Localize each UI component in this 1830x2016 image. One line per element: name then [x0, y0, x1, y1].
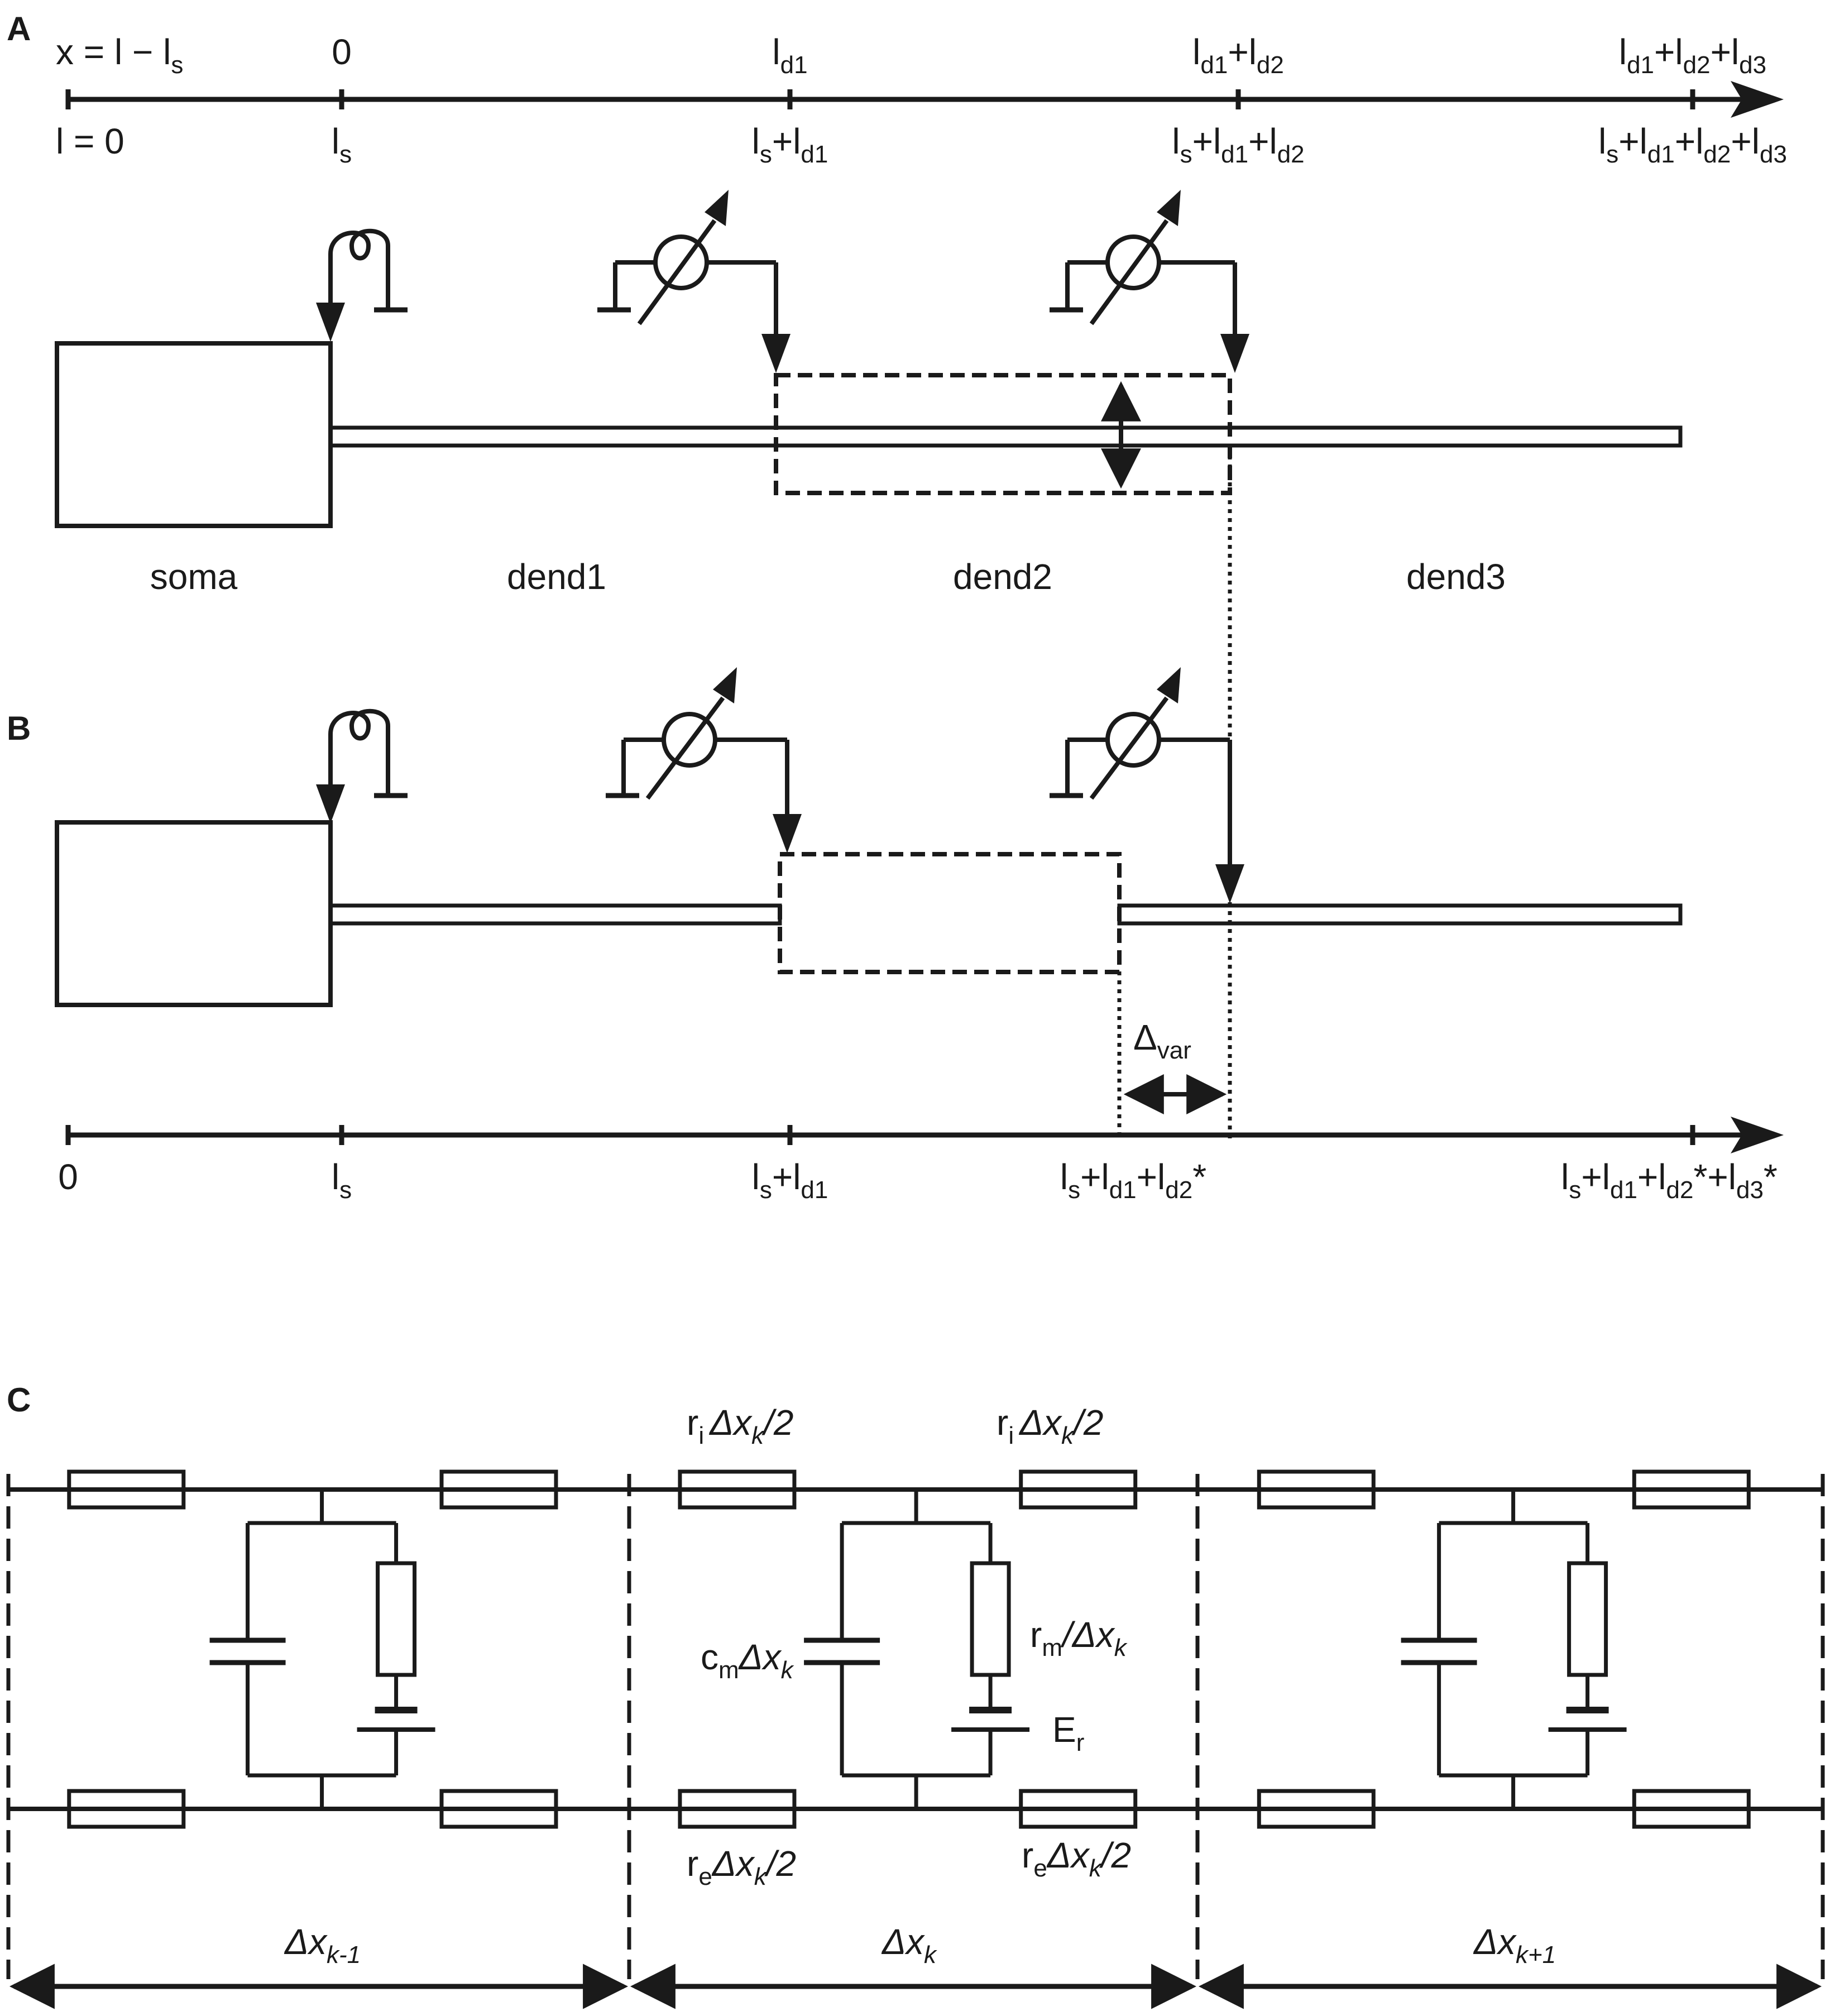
segment-label: Δxk+1	[1473, 1922, 1556, 1969]
membrane-resistor	[970, 1561, 1011, 1677]
panel-label-a: A	[7, 10, 31, 47]
panel-b: B	[7, 667, 1784, 1204]
axis-top-label: ld1+ld2+ld3	[1619, 32, 1766, 79]
compartment-label-dend2: dend2	[953, 557, 1052, 597]
compartment-label-dend3: dend3	[1406, 557, 1506, 597]
soma-compartment	[55, 341, 333, 528]
intracellular-resistor	[439, 1469, 558, 1510]
axis-b-label: ls	[332, 1157, 352, 1204]
label-re-right: reΔxk/2	[1022, 1835, 1131, 1882]
variable-conductance-icon	[1050, 190, 1249, 373]
axis-label-x-origin: x = l − ls	[56, 32, 183, 79]
coil-icon	[316, 708, 408, 823]
delta-var-label: Δvar	[1133, 1017, 1191, 1064]
extracellular-resistor	[1019, 1789, 1138, 1829]
variable-conductance-icon	[597, 190, 791, 373]
panel-a-axis: x = l − ls 0 ld1 ld1+ld2 ld1+ld2+ld3 l =…	[56, 32, 1787, 168]
label-cm: cmΔxk	[701, 1637, 794, 1684]
segment-label: Δxk	[881, 1922, 937, 1969]
dendrite-cable-left	[328, 903, 782, 926]
variable-conductance-icon	[1050, 667, 1244, 903]
extracellular-resistor	[439, 1789, 558, 1829]
axis-bottom-label: ls+ld1+ld2	[1172, 121, 1304, 168]
axis-b-label: ls+ld1+ld2*	[1060, 1157, 1206, 1204]
label-re-left: reΔxk/2	[687, 1843, 796, 1890]
compartment-label-soma: soma	[150, 557, 238, 597]
coil-icon	[316, 228, 408, 342]
extracellular-resistor	[1632, 1789, 1751, 1829]
panel-label-b: B	[7, 710, 31, 747]
intracellular-resistor	[1257, 1469, 1376, 1510]
dendrite-cable-right	[1117, 903, 1683, 926]
axis-bottom-label: ls+ld1+ld2+ld3	[1598, 121, 1787, 168]
axis-bottom-label: ls	[332, 121, 352, 168]
axis-bottom-label: l = 0	[56, 121, 124, 161]
compartment-label-dend1: dend1	[507, 557, 606, 597]
soma-compartment	[55, 820, 333, 1007]
intracellular-resistor	[1632, 1469, 1751, 1510]
axis-top-label: 0	[332, 32, 352, 72]
panel-label-c: C	[7, 1381, 31, 1419]
axis-top-label: ld1+ld2	[1192, 32, 1284, 79]
panel-a-axis-arrowhead	[1731, 81, 1784, 118]
extracellular-resistor	[678, 1789, 797, 1829]
membrane-resistor	[1567, 1561, 1608, 1677]
membrane-resistor	[376, 1561, 417, 1677]
segment-label: Δxk-1	[284, 1922, 361, 1969]
panel-b-axis-arrowhead	[1731, 1117, 1784, 1153]
intracellular-resistor	[67, 1469, 186, 1510]
axis-b-label: ls+ld1+ld2*+ld3*	[1561, 1157, 1778, 1204]
intracellular-resistor	[678, 1469, 797, 1510]
extracellular-resistor	[1257, 1789, 1376, 1829]
axis-b-label: 0	[58, 1157, 78, 1197]
dend2-removed-box	[778, 852, 1122, 974]
circuit-cells	[67, 1469, 1751, 1829]
axis-bottom-label: ls+ld1	[752, 121, 828, 168]
dendrite-cable	[328, 425, 1683, 448]
intracellular-resistor	[1019, 1469, 1138, 1510]
axis-b-label: ls+ld1	[752, 1157, 828, 1204]
label-er: Er	[1052, 1709, 1084, 1756]
extracellular-resistor	[67, 1789, 186, 1829]
label-rm: rm/Δxk	[1030, 1615, 1128, 1661]
axis-top-label: ld1	[772, 32, 807, 79]
dend2-variable-diameter-box	[774, 373, 1232, 495]
panel-a: A x = l − ls 0 ld1 ld1+ld2 ld1+ld2+ld3 l…	[7, 10, 1787, 597]
variable-conductance-icon	[606, 667, 802, 853]
